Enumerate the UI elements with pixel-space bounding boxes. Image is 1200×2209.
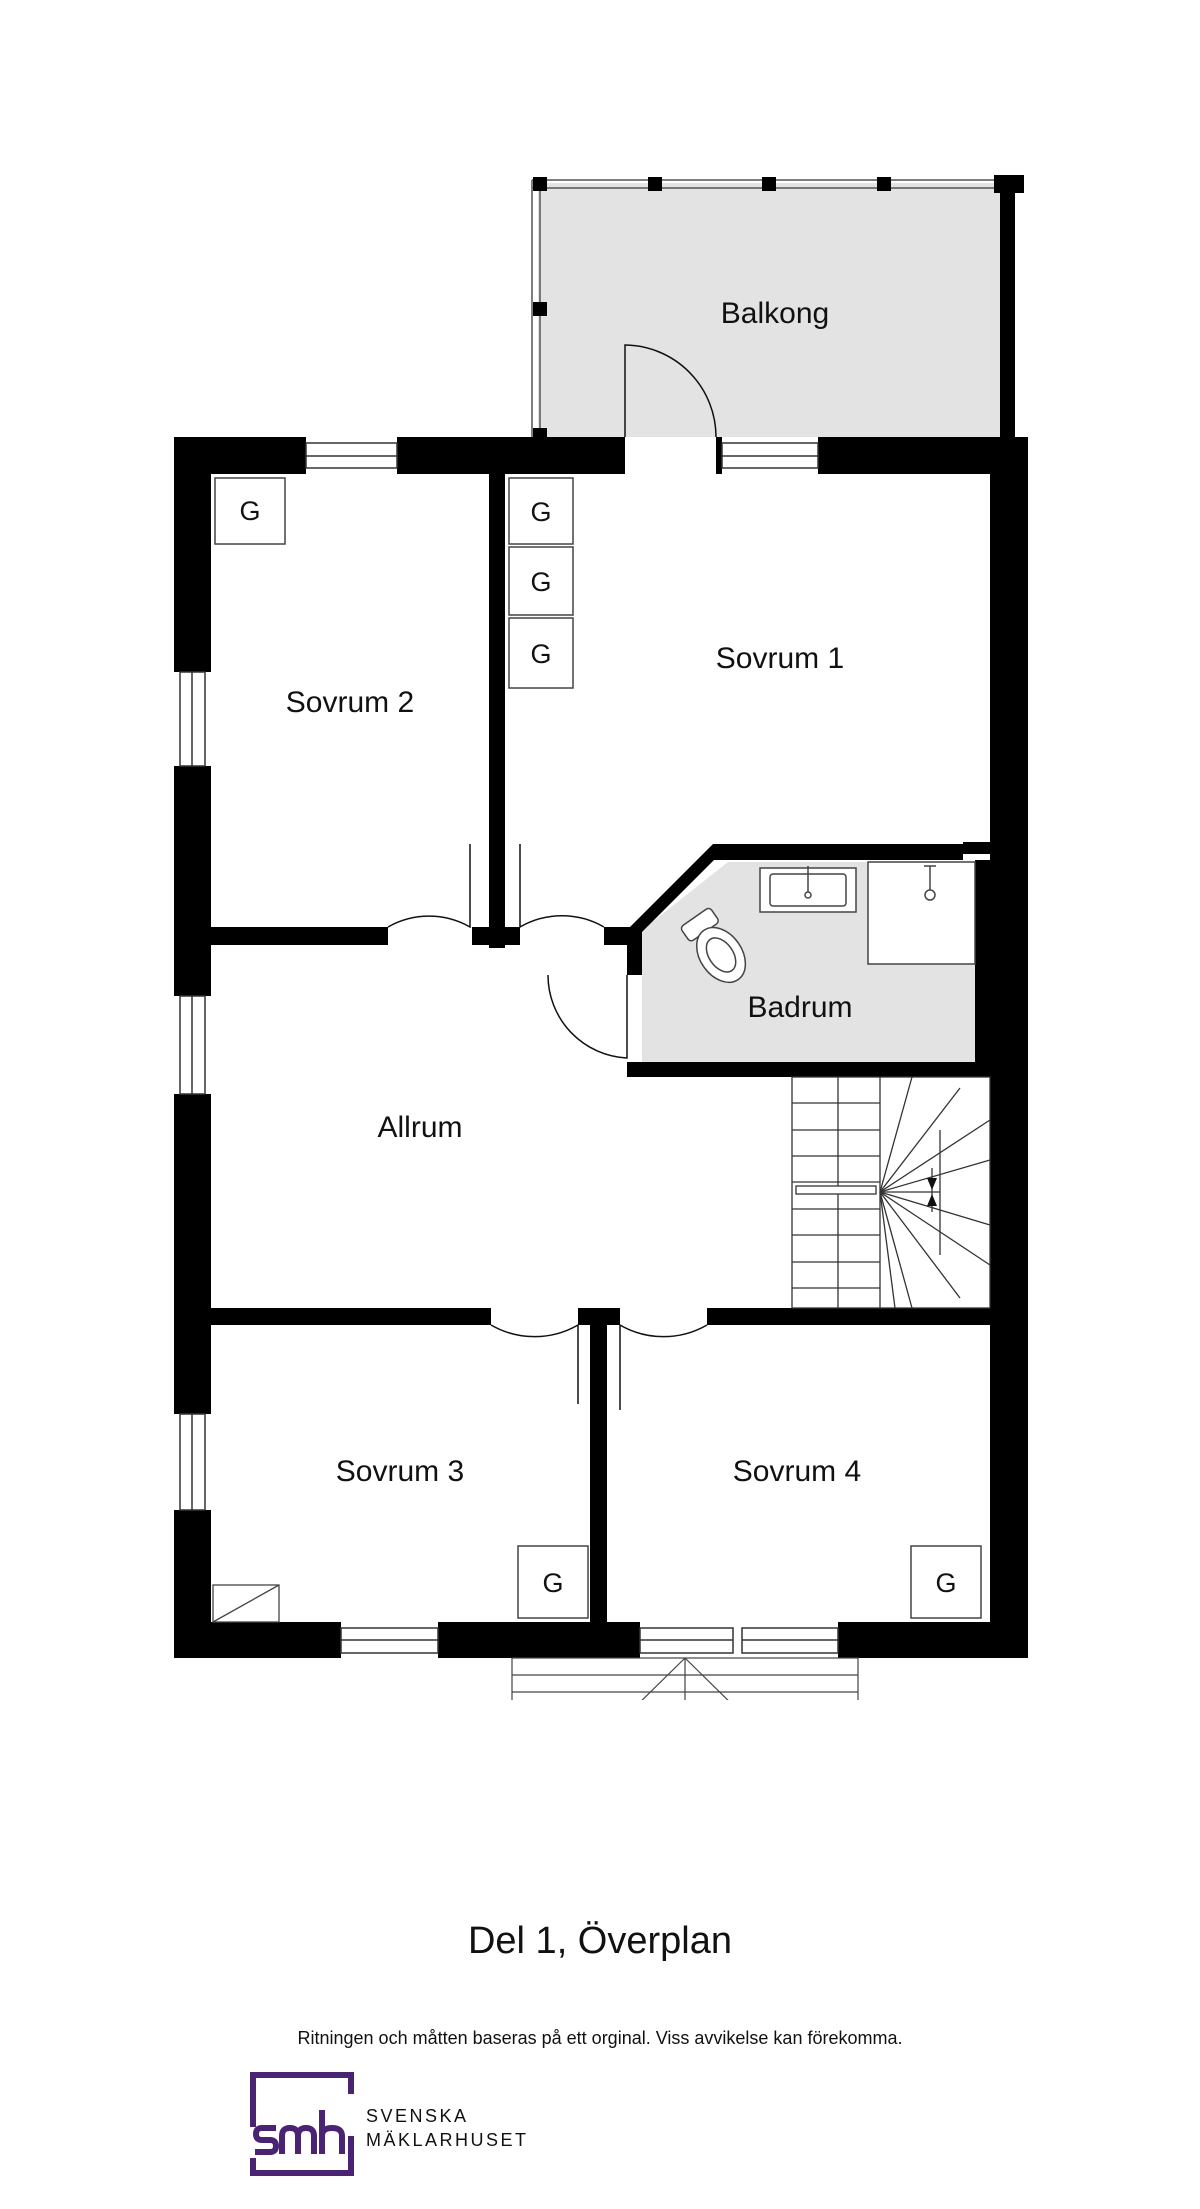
balcony-side-wall: [1000, 180, 1015, 438]
room-label-allrum: Allrum: [377, 1111, 462, 1144]
wardrobe-label: G: [530, 639, 551, 669]
brand-line-1: SVENSKA: [366, 2106, 469, 2126]
interior-walls: [211, 474, 1028, 1622]
wardrobe-labels: G G G G G G: [239, 496, 956, 1598]
brand-line-2: MÄKLARHUSET: [366, 2130, 529, 2150]
brand-logo: SVENSKA MÄKLARHUSET: [250, 2072, 526, 2176]
doors: [387, 344, 717, 1410]
room-label-balkong: Balkong: [721, 297, 829, 330]
wardrobe-label: G: [239, 496, 260, 526]
shower: [867, 861, 976, 965]
bathroom-fixtures: [680, 861, 976, 984]
room-label-sovrum-1: Sovrum 1: [716, 642, 844, 675]
entrance-steps: [511, 1657, 859, 1700]
brand-name: SVENSKA MÄKLARHUSET: [366, 2104, 529, 2152]
exterior-walls: [174, 437, 1028, 1658]
room-label-sovrum-4: Sovrum 4: [733, 1455, 861, 1488]
corner-shelf: [212, 1584, 280, 1623]
wardrobe-label: G: [530, 497, 551, 527]
wardrobe-label: G: [935, 1568, 956, 1598]
staircase: [791, 1076, 991, 1309]
smh-logo-mark: [250, 2072, 354, 2176]
plan-title: Del 1, Överplan: [467, 1920, 732, 1962]
room-label-sovrum-2: Sovrum 2: [286, 686, 414, 719]
wardrobe-label: G: [530, 567, 551, 597]
wardrobes: [214, 477, 982, 1619]
floor-plan: G G G G G G Balkong Sovrum 1 Sovrum 2 Ba…: [174, 175, 1028, 1700]
windows: [179, 442, 839, 1654]
toilet: [680, 907, 747, 984]
balcony-floor: [538, 183, 1010, 437]
wardrobe-label: G: [542, 1568, 563, 1598]
room-label-sovrum-3: Sovrum 3: [336, 1455, 464, 1488]
disclaimer-text: Ritningen och måtten baseras på ett orgi…: [297, 2028, 903, 2048]
room-label-badrum: Badrum: [747, 991, 852, 1024]
